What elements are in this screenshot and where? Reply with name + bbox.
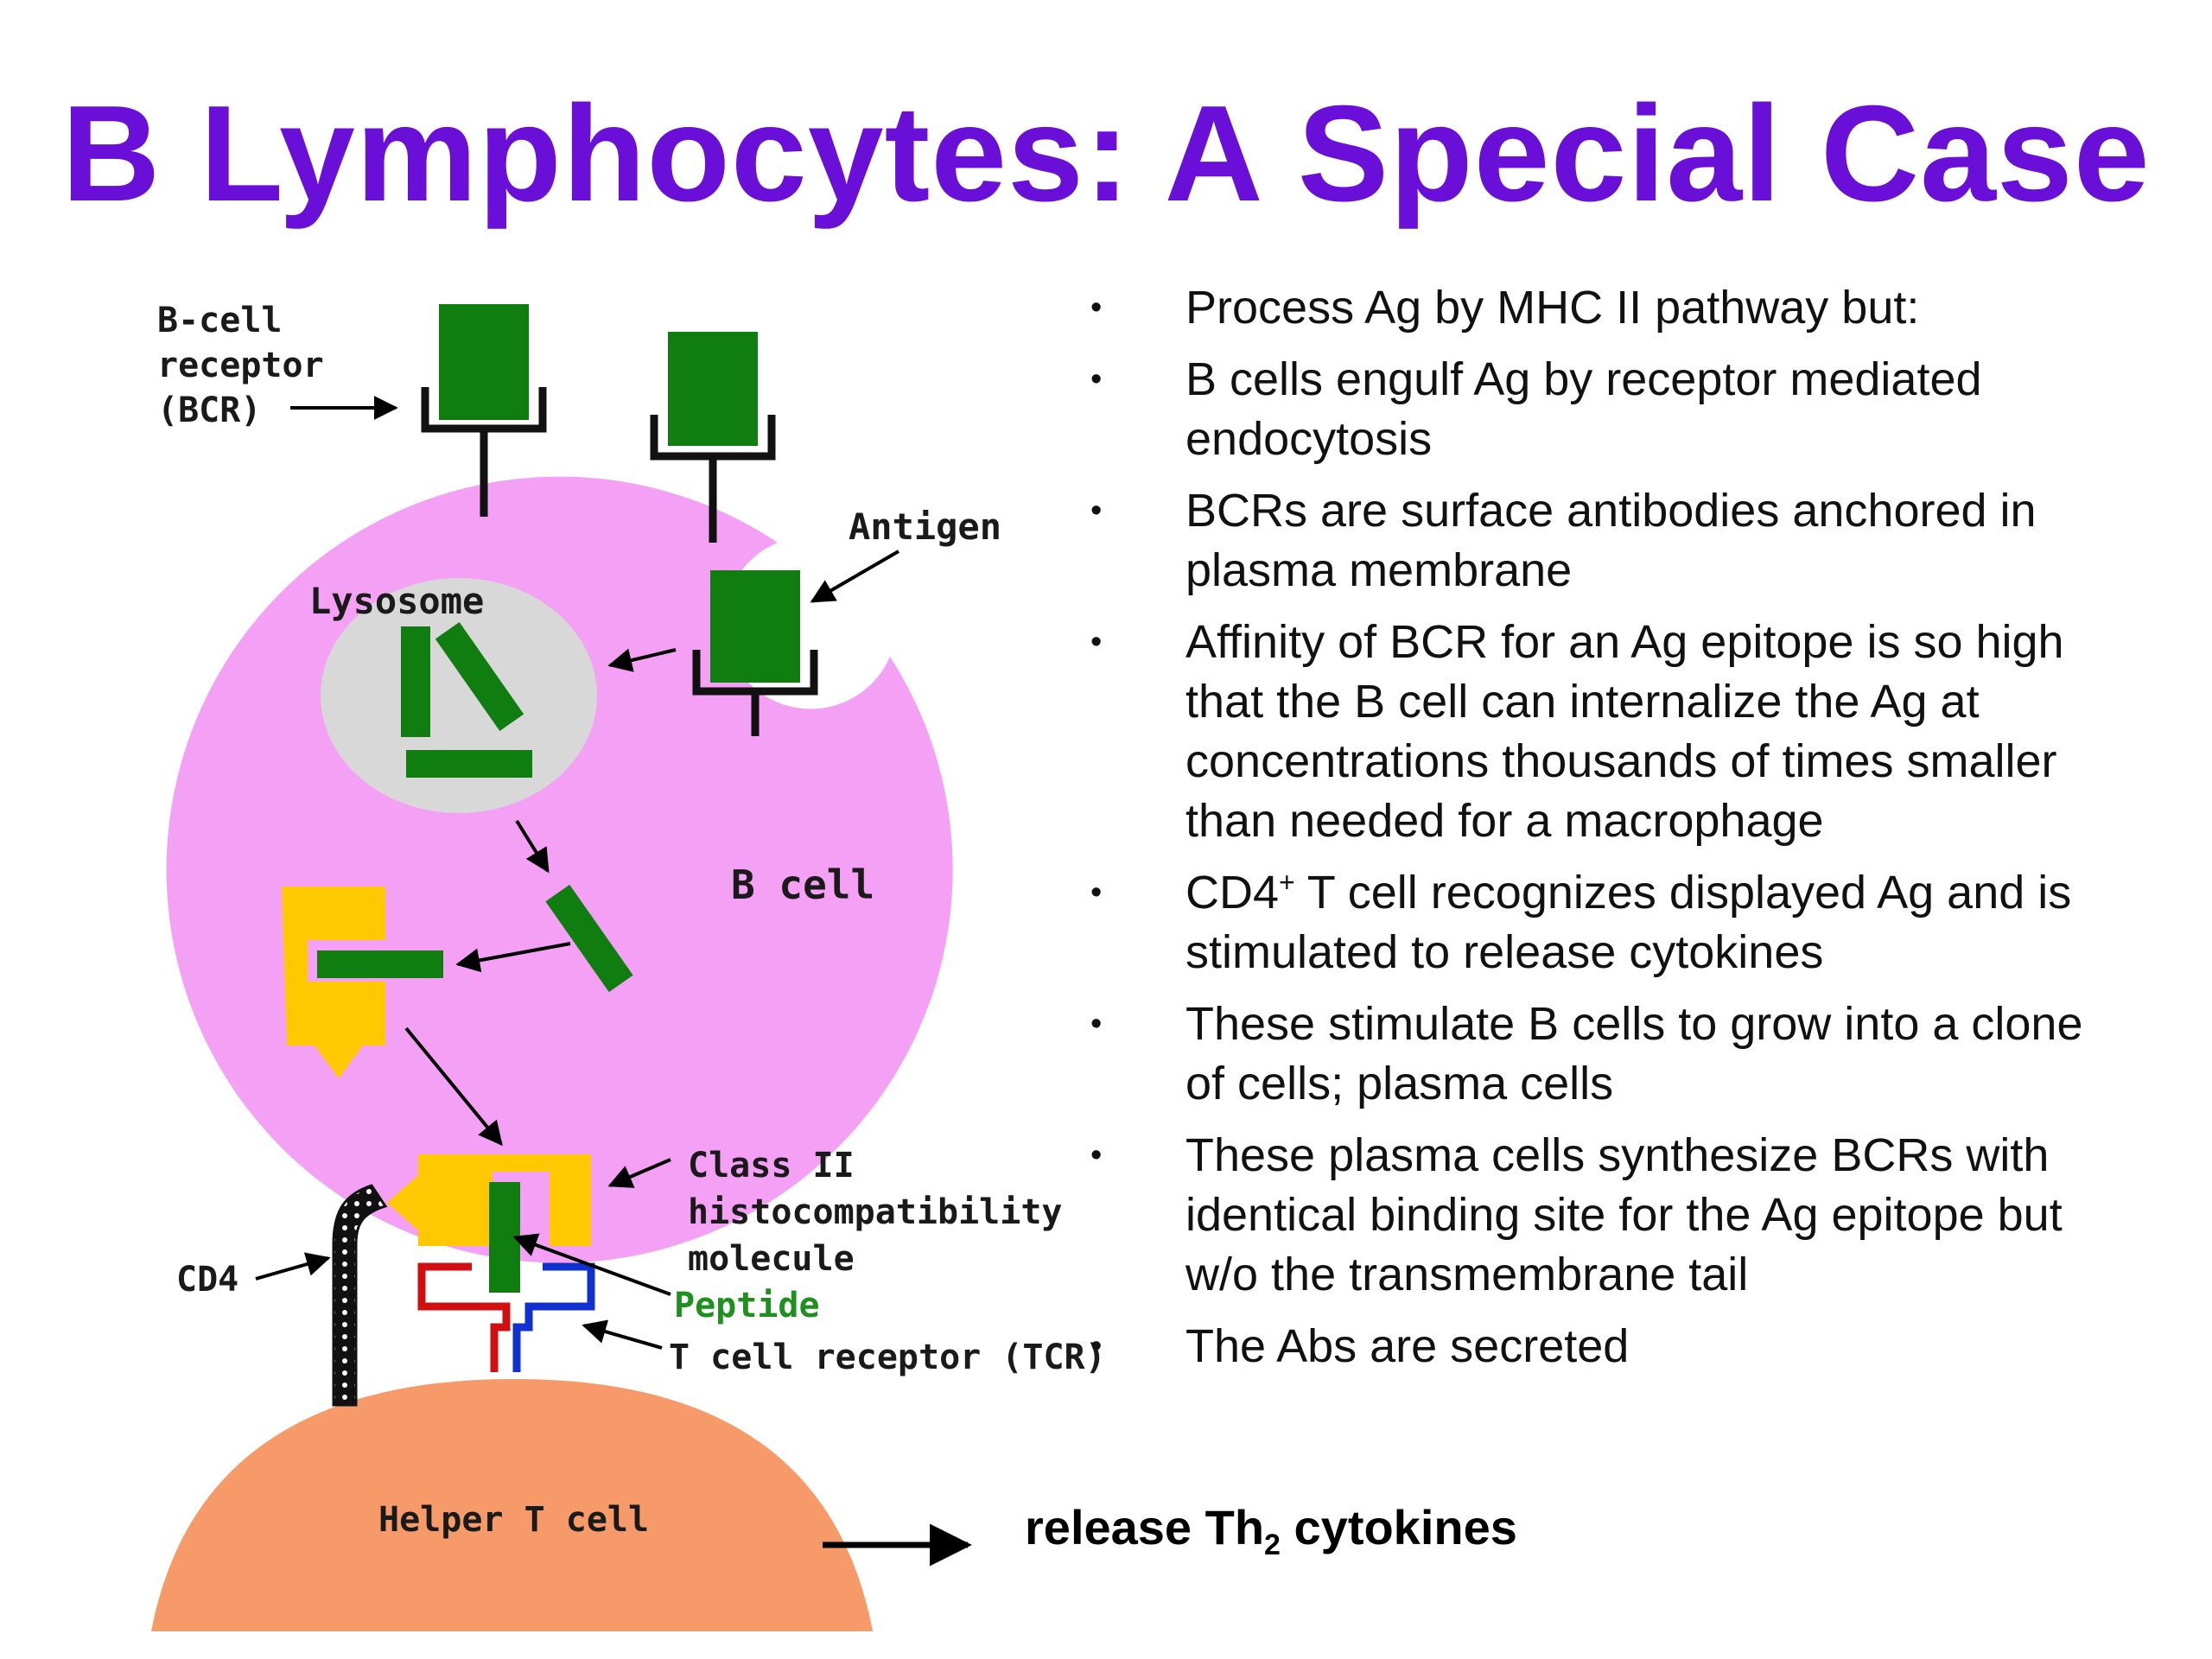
bullet-item: •These plasma cells synthesize BCRs with… — [1090, 1126, 2127, 1305]
tcr-label-arrow — [582, 1319, 663, 1350]
to-lysosome-arrow — [607, 648, 677, 672]
cd4-molecule — [332, 1184, 388, 1407]
fragment-to-mhc-arrow — [455, 942, 571, 973]
bullet-item: •CD4+ T cell recognizes displayed Ag and… — [1090, 863, 2127, 982]
bullet-list: •Process Ag by MHC II pathway but: •B ce… — [1090, 278, 2127, 1389]
bullet-marker: • — [1090, 624, 1103, 660]
mhc-to-surface-arrow — [404, 1027, 503, 1147]
bullet-item: •B cells engulf Ag by receptor mediated … — [1090, 350, 2127, 469]
bullet-marker: • — [1090, 289, 1103, 326]
slide-title: B Lymphocytes: A Special Case — [61, 78, 2151, 230]
antigen-fragment — [545, 884, 633, 993]
release-caption: release Th2 cytokines — [1025, 1500, 1517, 1562]
tcr-label: T cell receptor (TCR) — [669, 1338, 1106, 1377]
cd4-label: CD4 — [176, 1260, 238, 1300]
lysosome-out-arrow — [515, 819, 550, 874]
lysosome-fragment — [406, 750, 532, 778]
internalized-bcr — [692, 570, 818, 736]
peptide-label-arrow — [512, 1233, 671, 1296]
b-cell-label: B cell — [731, 861, 874, 908]
cd4-label-arrow — [255, 1252, 331, 1281]
bullet-item: •BCRs are surface antibodies anchored in… — [1090, 481, 2127, 601]
bcr-receptor — [650, 332, 776, 543]
bcr-receptor — [421, 304, 547, 517]
helper-t-label: Helper T cell — [378, 1500, 649, 1540]
mhc-ii-internal — [282, 887, 443, 1078]
bullet-marker: • — [1090, 874, 1103, 911]
bullet-item: •Affinity of BCR for an Ag epitope is so… — [1090, 613, 2127, 851]
antigen-label-arrow — [810, 550, 900, 603]
bullet-marker: • — [1090, 493, 1103, 529]
bullet-marker: • — [1090, 361, 1103, 397]
bcr-label: B-cell receptor (BCR) — [157, 301, 345, 430]
bullet-marker: • — [1090, 1137, 1103, 1173]
bullet-item: •The Abs are secreted — [1090, 1317, 2127, 1376]
peptide-label: Peptide — [674, 1286, 820, 1325]
lysosome-fragment — [435, 622, 524, 731]
lysosome-label: Lysosome — [309, 580, 484, 622]
antigen-label: Antigen — [849, 505, 1001, 548]
bullet-marker: • — [1090, 1006, 1103, 1042]
class-ii-label-arrow — [607, 1158, 671, 1188]
bullet-item: •Process Ag by MHC II pathway but: — [1090, 278, 2127, 338]
lysosome-fragment — [401, 626, 430, 737]
helper-t-cell — [151, 1379, 873, 1631]
class-ii-label: Class II histocompatibility molecule — [688, 1146, 1084, 1279]
bullet-item: •These stimulate B cells to grow into a … — [1090, 995, 2127, 1114]
bullet-marker: • — [1090, 1328, 1103, 1364]
